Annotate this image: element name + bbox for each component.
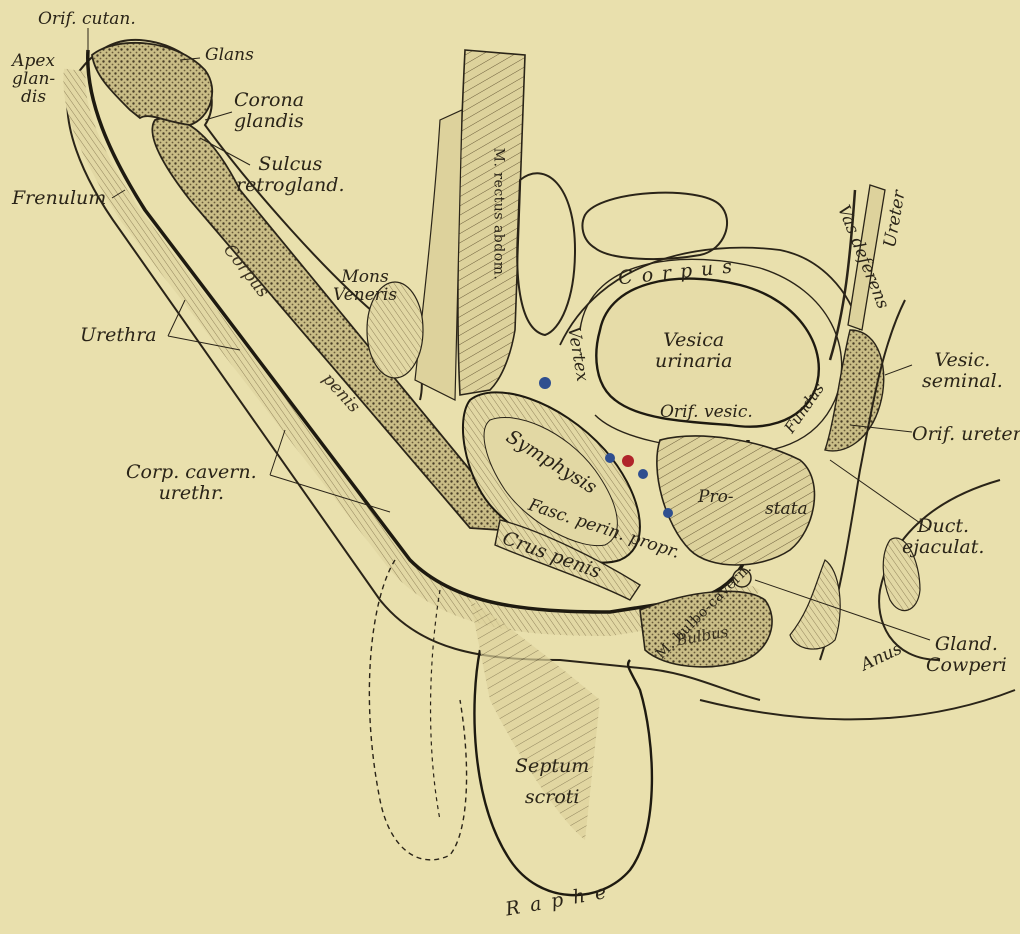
vessel-blue-2 <box>605 453 615 463</box>
label-glans: Glans <box>205 46 254 64</box>
vessel-blue-4 <box>663 508 673 518</box>
label-urethra: Urethra <box>80 325 157 346</box>
label-vesic-seminal: Vesic. seminal. <box>922 350 1003 392</box>
corona-line-1: Corona <box>234 90 304 111</box>
label-duct-ejaculat: Duct. ejaculat. <box>902 516 984 558</box>
septum-line-1: Septum <box>515 756 589 777</box>
mons-line-2: Veneris <box>333 286 397 304</box>
cowperi-line-2: Cowperi <box>926 655 1007 676</box>
label-m-rectus-abdom: M. rectus abdom. <box>489 148 507 281</box>
vesic-seminal-line-1: Vesic. <box>922 350 1003 371</box>
vessel-blue-3 <box>638 469 648 479</box>
septum-line-2: scroti <box>515 787 589 808</box>
label-septum-scroti: Septum scroti <box>515 756 589 808</box>
label-mons-veneris: Mons Veneris <box>333 268 397 304</box>
apex-line-2: glan- <box>12 70 55 88</box>
corp-cavern-line-1: Corp. cavern. <box>126 462 257 483</box>
corona-line-2: glandis <box>234 111 304 132</box>
label-sulcus-retrogland: Sulcus retrogland. <box>236 154 345 196</box>
label-orif-vesic: Orif. vesic. <box>660 403 753 421</box>
vesica-line-2: urinaria <box>655 351 732 372</box>
label-apex-glandis: Apex glan- dis <box>12 52 55 106</box>
peritoneal-fold <box>517 173 575 335</box>
label-corp-cavern-urethr: Corp. cavern. urethr. <box>126 462 257 504</box>
label-corona-glandis: Corona glandis <box>234 90 304 132</box>
label-gland-cowperi: Gland. Cowperi <box>926 634 1007 676</box>
mons-line-1: Mons <box>333 268 397 286</box>
vesica-line-1: Vesica <box>655 330 732 351</box>
vesic-seminal-line-2: seminal. <box>922 371 1003 392</box>
label-vesica-urinaria: Vesica urinaria <box>655 330 732 372</box>
glans-body <box>92 43 212 125</box>
duct-line-2: ejaculat. <box>902 537 984 558</box>
duct-line-1: Duct. <box>902 516 984 537</box>
label-orif-ureter: Orif. ureter. <box>912 424 1020 445</box>
vessel-blue-1 <box>539 377 551 389</box>
corp-cavern-line-2: urethr. <box>126 483 257 504</box>
sulcus-line-2: retrogland. <box>236 175 345 196</box>
rectus-abdominis <box>415 50 525 400</box>
cowperi-line-1: Gland. <box>926 634 1007 655</box>
label-prostata-1: Pro- <box>698 488 734 506</box>
label-prostata-2: stata <box>765 500 808 518</box>
perineal-tissue <box>790 560 840 649</box>
apex-line-1: Apex <box>12 52 55 70</box>
sulcus-line-1: Sulcus <box>236 154 345 175</box>
label-frenulum: Frenulum <box>12 188 106 209</box>
apex-line-3: dis <box>12 88 55 106</box>
vessel-red-1 <box>622 455 634 467</box>
label-orif-cutan: Orif. cutan. <box>38 10 136 28</box>
testis-dashed-inner <box>431 590 440 820</box>
